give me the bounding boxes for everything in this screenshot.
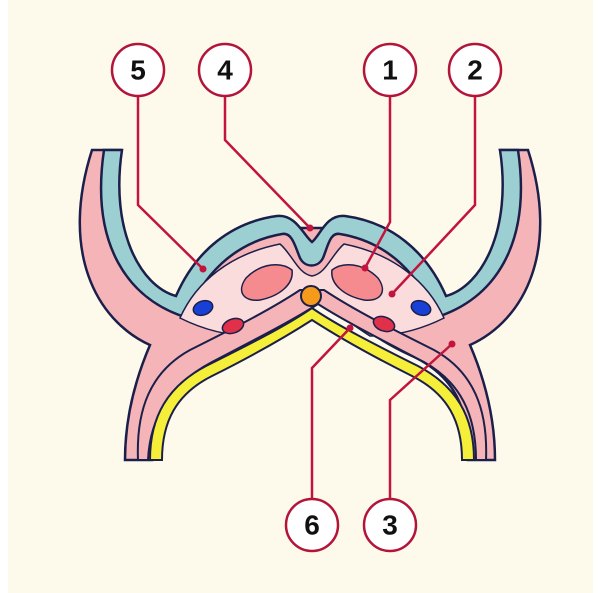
leader-dot-2 bbox=[389, 291, 396, 298]
leader-dot-4 bbox=[307, 225, 314, 232]
callout-5: 5 bbox=[112, 44, 164, 96]
callout-label-1: 1 bbox=[382, 55, 398, 86]
callout-1: 1 bbox=[364, 44, 416, 96]
leader-dot-5 bbox=[200, 266, 207, 273]
callout-4: 4 bbox=[199, 44, 251, 96]
leader-dot-3 bbox=[449, 341, 456, 348]
notochord bbox=[301, 286, 321, 306]
leader-line-5 bbox=[138, 96, 203, 269]
callout-2: 2 bbox=[449, 44, 501, 96]
callout-3: 3 bbox=[364, 499, 416, 551]
callout-label-2: 2 bbox=[467, 55, 483, 86]
callout-6: 6 bbox=[286, 499, 338, 551]
callout-label-4: 4 bbox=[217, 55, 233, 86]
callout-label-6: 6 bbox=[304, 510, 320, 541]
callout-label-3: 3 bbox=[382, 510, 398, 541]
callout-label-5: 5 bbox=[130, 55, 146, 86]
leader-line-4 bbox=[225, 96, 310, 228]
leader-line-6 bbox=[312, 328, 350, 500]
leader-dot-6 bbox=[347, 325, 354, 332]
leader-dot-1 bbox=[362, 265, 369, 272]
